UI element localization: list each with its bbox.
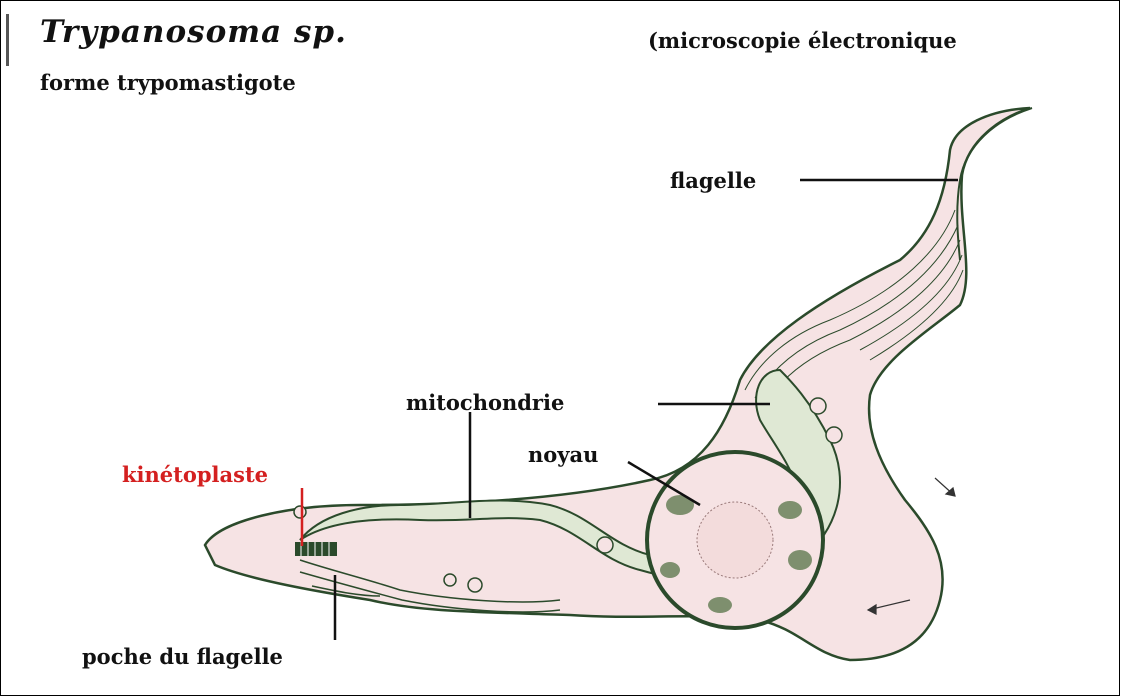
cell-body [205, 108, 1030, 660]
label-kinetoplaste: kinétoplaste [122, 462, 268, 487]
label-flagelle: flagelle [670, 168, 756, 193]
label-mitochondrie: mitochondrie [406, 390, 564, 415]
label-poche-du-flagelle: poche du flagelle [82, 644, 283, 669]
label-noyau: noyau [528, 442, 598, 467]
nucleolus [697, 502, 773, 578]
